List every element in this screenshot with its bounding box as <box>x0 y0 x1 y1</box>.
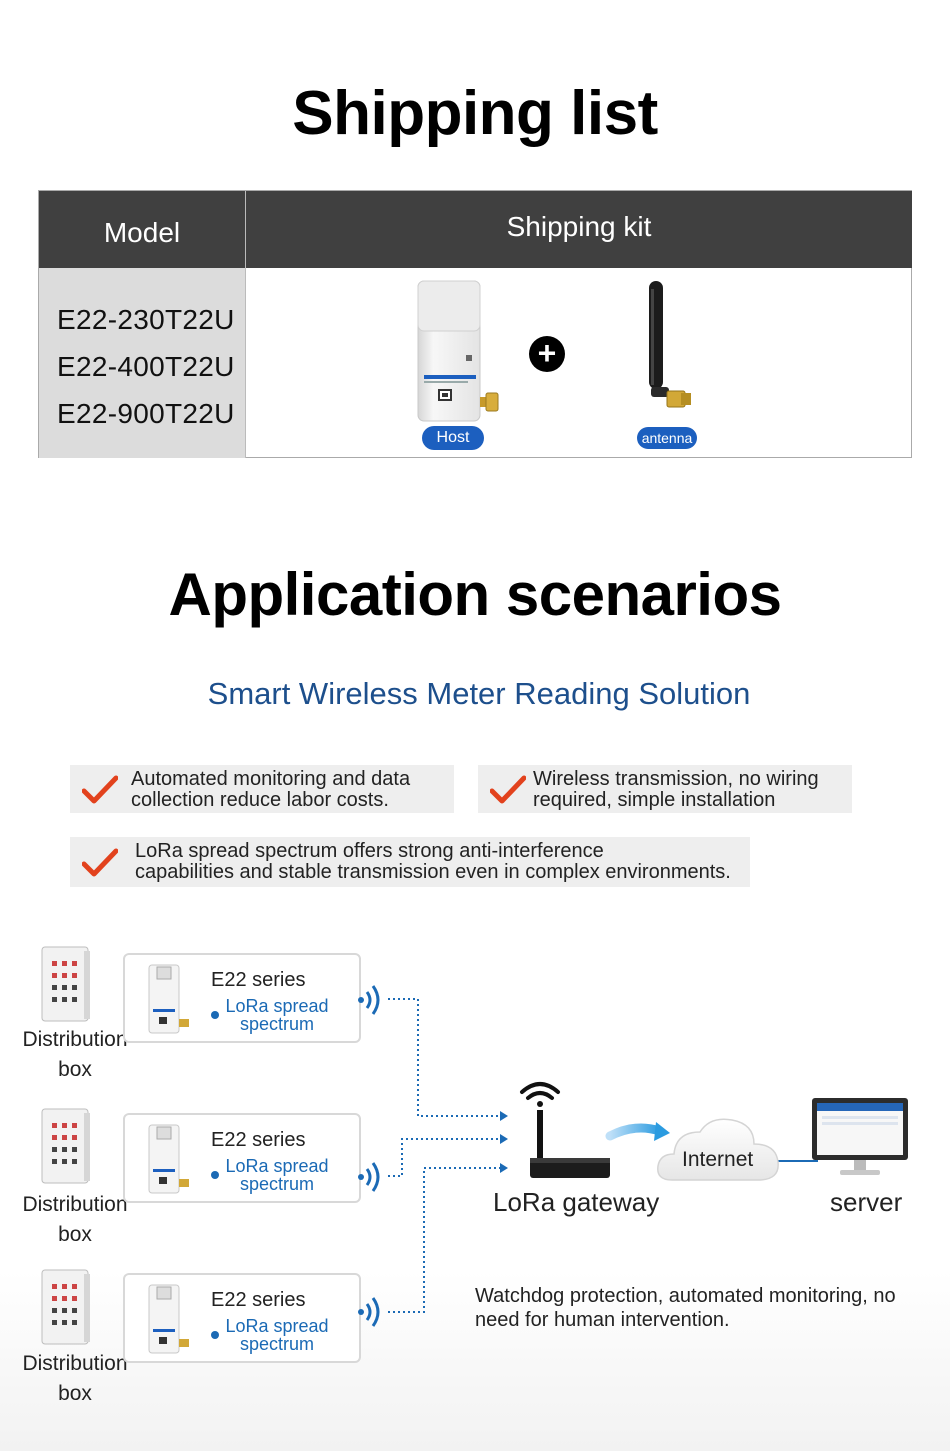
lora-text: LoRa spread spectrum <box>225 1317 329 1353</box>
signal-waves-icon <box>358 1297 380 1327</box>
lora-line: LoRa spread <box>225 1156 329 1176</box>
feature-item: Automated monitoring and data collection… <box>70 765 454 813</box>
feature-item: Wireless transmission, no wiring require… <box>478 765 852 813</box>
distribution-box-label: Distribution box <box>10 1349 140 1409</box>
distribution-box-icon <box>40 1268 92 1353</box>
lora-line: LoRa spread <box>225 996 329 1016</box>
e22-node-card: E22 series LoRa spread spectrum <box>123 953 361 1043</box>
feature-text: collection reduce labor costs. <box>131 789 389 811</box>
model-item: E22-900T22U <box>57 398 235 429</box>
antenna-icon <box>637 279 697 424</box>
checkmark-icon <box>490 775 526 804</box>
bullet-dot <box>211 1011 219 1019</box>
bullet-dot <box>211 1331 219 1339</box>
box-label-line: Distribution <box>22 1028 128 1051</box>
feature-text: required, simple installation <box>533 789 776 811</box>
shipping-table: Model Shipping kit E22-230T22U E22-400T2… <box>38 190 912 458</box>
distribution-box-icon <box>40 945 92 1030</box>
usb-lora-module-icon <box>148 1124 189 1194</box>
model-list: E22-230T22U E22-400T22U E22-900T22U <box>39 268 245 458</box>
lora-line: spectrum <box>239 1334 315 1354</box>
box-label-line: Distribution <box>22 1352 128 1375</box>
gateway-router-icon <box>520 1082 610 1178</box>
box-label-line: box <box>58 1223 92 1246</box>
server-label: server <box>830 1187 903 1217</box>
solution-subtitle: Smart Wireless Meter Reading Solution <box>207 676 751 711</box>
box-label-line: box <box>58 1382 92 1405</box>
box-label-line: box <box>58 1058 92 1081</box>
lora-text: LoRa spread spectrum <box>225 997 329 1033</box>
internet-cloud-icon <box>657 1118 779 1181</box>
usb-lora-module-icon <box>148 964 189 1034</box>
lora-line: spectrum <box>239 1014 315 1034</box>
gateway-label: LoRa gateway <box>493 1187 660 1217</box>
watchdog-note: Watchdog protection, automated monitorin… <box>475 1285 896 1331</box>
bullet-dot <box>211 1171 219 1179</box>
usb-lora-module-icon <box>416 279 502 432</box>
series-label: E22 series <box>211 1289 306 1311</box>
feature-text: Wireless transmission, no wiring <box>533 768 819 790</box>
server-monitor-icon <box>812 1098 908 1175</box>
distribution-box-label: Distribution box <box>10 1190 140 1250</box>
column-divider <box>245 191 246 458</box>
feature-text: LoRa spread spectrum offers strong anti-… <box>135 840 604 862</box>
plus-icon: + <box>529 336 565 372</box>
checkmark-icon <box>82 775 118 804</box>
lora-text: LoRa spread spectrum <box>225 1157 329 1193</box>
host-label: Host <box>422 426 484 450</box>
distribution-box-label: Distribution box <box>10 1025 140 1085</box>
feature-text: capabilities and stable transmission eve… <box>135 861 731 883</box>
shipping-title: Shipping list <box>292 79 658 148</box>
lora-line: spectrum <box>239 1174 315 1194</box>
internet-label: Internet <box>682 1148 754 1171</box>
feature-item: LoRa spread spectrum offers strong anti-… <box>70 837 750 887</box>
signal-waves-icon <box>358 985 380 1015</box>
box-label-line: Distribution <box>22 1193 128 1216</box>
lora-line: LoRa spread <box>225 1316 329 1336</box>
distribution-box-icon <box>40 1107 92 1192</box>
checkmark-icon <box>82 848 118 877</box>
header-model: Model <box>39 191 245 268</box>
signal-waves-icon <box>358 1162 380 1192</box>
e22-node-card: E22 series LoRa spread spectrum <box>123 1113 361 1203</box>
e22-node-card: E22 series LoRa spread spectrum <box>123 1273 361 1363</box>
usb-lora-module-icon <box>148 1284 189 1354</box>
model-item: E22-400T22U <box>57 351 235 382</box>
antenna-label: antenna <box>637 427 697 449</box>
feature-text: Automated monitoring and data <box>131 768 411 790</box>
model-item: E22-230T22U <box>57 304 235 335</box>
series-label: E22 series <box>211 1129 306 1151</box>
application-title: Application scenarios <box>168 561 783 628</box>
series-label: E22 series <box>211 969 306 991</box>
header-shipping-kit: Shipping kit <box>246 191 912 268</box>
